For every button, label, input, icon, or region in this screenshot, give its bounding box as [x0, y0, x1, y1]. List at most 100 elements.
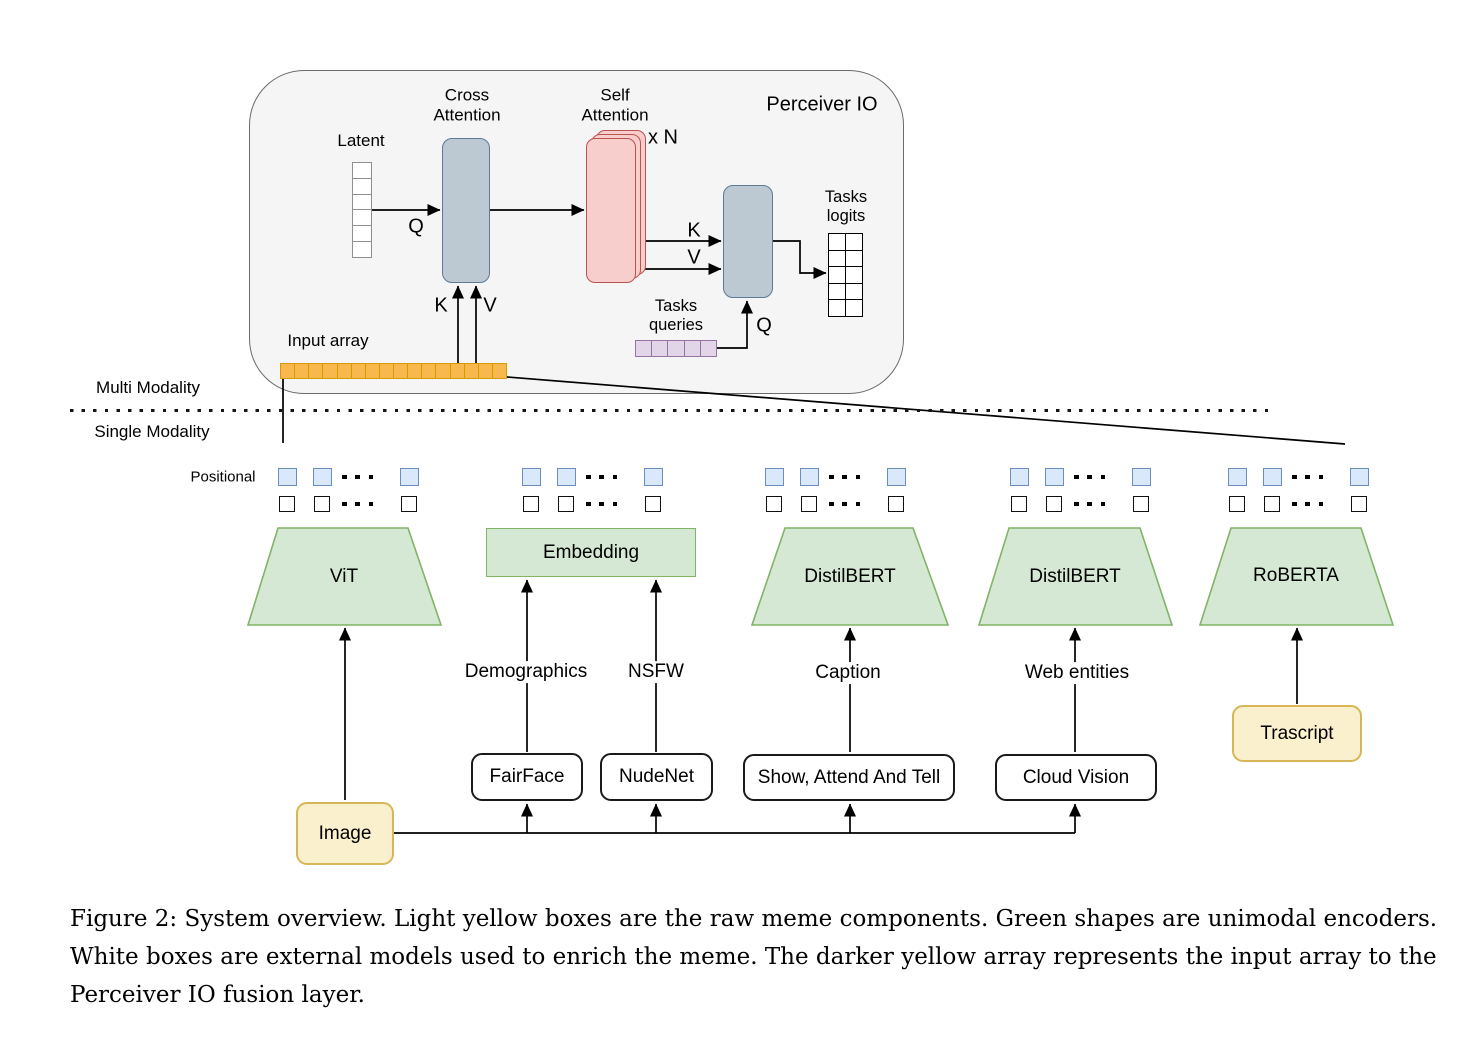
tasks-logits-grid: [828, 233, 863, 317]
positional-group-embedding: [522, 468, 663, 513]
positional-square: [400, 468, 419, 486]
distilbert-caption-label: DistilBERT: [804, 566, 896, 588]
cross-attention-block: [442, 138, 490, 283]
ellipsis-dots: [1292, 496, 1323, 512]
figure-caption: Figure 2: System overview. Light yellow …: [70, 900, 1437, 1014]
positional-square: [800, 468, 819, 486]
tasks-queries-line2: queries: [648, 316, 704, 334]
image-label: Image: [318, 822, 372, 844]
decoder-attention-block: [723, 185, 773, 298]
self-attention-label: Self Attention: [581, 85, 648, 124]
cloud-vision-label: Cloud Vision: [1022, 766, 1130, 788]
caption-line-1: Figure 2: System overview. Light yellow …: [70, 906, 1438, 932]
positional-row-white: [522, 496, 663, 512]
positional-square: [522, 468, 541, 486]
nudenet-box: NudeNet: [600, 753, 713, 801]
k-self-label: K: [687, 219, 701, 242]
positional-row-blue: [1010, 468, 1151, 486]
perceiver-io-title: Perceiver IO: [766, 93, 878, 116]
token-square: [766, 496, 782, 512]
input-array: [280, 363, 507, 379]
positional-row-white: [278, 496, 419, 512]
trascript-label: Trascript: [1260, 722, 1334, 744]
positional-row-blue: [522, 468, 663, 486]
token-square: [314, 496, 330, 512]
positional-group-roberta: [1228, 468, 1369, 513]
positional-row-blue: [1228, 468, 1369, 486]
embedding-block: Embedding: [486, 528, 696, 577]
cloud-vision-box: Cloud Vision: [995, 754, 1157, 801]
positional-row-white: [1228, 496, 1369, 512]
self-attention-line1: Self: [600, 85, 630, 105]
positional-square: [1045, 468, 1064, 486]
v-input-label: V: [483, 294, 497, 317]
positional-square: [313, 468, 332, 486]
v-self-label: V: [687, 246, 701, 269]
positional-row-white: [765, 496, 906, 512]
tasks-logits-label: Tasks logits: [825, 188, 867, 226]
ellipsis-dots: [1292, 468, 1323, 486]
roberta-label: RoBERTA: [1253, 565, 1339, 587]
trascript-box: Trascript: [1232, 705, 1362, 762]
q-latent-label: Q: [408, 215, 424, 238]
nudenet-label: NudeNet: [619, 766, 694, 787]
token-square: [558, 496, 574, 512]
cross-attention-line1: Cross: [444, 85, 490, 105]
vit-label: ViT: [329, 566, 359, 588]
show-attend-and-tell-box: Show, Attend And Tell: [743, 754, 955, 801]
token-square: [888, 496, 904, 512]
ellipsis-dots: [586, 468, 617, 486]
positional-square: [644, 468, 663, 486]
nsfw-label: NSFW: [623, 661, 689, 683]
cross-attention-line2: Attention: [433, 105, 501, 124]
token-square: [1011, 496, 1027, 512]
positional-group-vit: [278, 468, 419, 513]
token-square: [1133, 496, 1149, 512]
fairface-box: FairFace: [471, 753, 583, 801]
positional-row-blue: [765, 468, 906, 486]
positional-square: [1263, 468, 1282, 486]
q-tasks-label: Q: [756, 314, 772, 337]
token-square: [1351, 496, 1367, 512]
positional-group-distilbert-web: [1010, 468, 1151, 513]
image-box: Image: [296, 802, 394, 865]
latent-label: Latent: [337, 131, 385, 151]
tasks-queries-array: [635, 340, 717, 357]
show-attend-and-tell-label: Show, Attend And Tell: [757, 766, 941, 788]
ellipsis-dots: [829, 468, 860, 486]
modality-divider-dotted-line: [70, 409, 1274, 413]
token-square: [1229, 496, 1245, 512]
tasks-queries-line1: Tasks: [654, 297, 698, 316]
positional-square: [1010, 468, 1029, 486]
token-square: [801, 496, 817, 512]
ellipsis-dots: [1074, 496, 1105, 512]
self-attention-card-front: [586, 138, 636, 283]
ellipsis-dots: [829, 496, 860, 512]
latent-array: [352, 162, 372, 258]
positional-square: [765, 468, 784, 486]
token-square: [279, 496, 295, 512]
demographics-label: Demographics: [459, 661, 593, 683]
cross-attention-label: Cross Attention: [433, 85, 500, 124]
single-modality-label: Single Modality: [94, 422, 210, 442]
distilbert-web-label: DistilBERT: [1029, 566, 1121, 588]
input-array-label: Input array: [287, 331, 369, 351]
ellipsis-dots: [342, 496, 373, 512]
ellipsis-dots: [1074, 468, 1105, 486]
tasks-queries-label: Tasks queries: [649, 297, 703, 335]
tasks-logits-line2: logits: [826, 207, 866, 225]
multi-modality-label: Multi Modality: [96, 378, 200, 398]
caption-line-2: White boxes are external models used to …: [70, 944, 1437, 970]
ellipsis-dots: [342, 468, 373, 486]
fairface-label: FairFace: [489, 766, 565, 787]
positional-square: [887, 468, 906, 486]
self-attention-line2: Attention: [581, 105, 649, 124]
token-square: [401, 496, 417, 512]
ellipsis-dots: [586, 496, 617, 512]
positional-square: [1132, 468, 1151, 486]
tasks-logits-line1: Tasks: [824, 188, 868, 207]
k-input-label: K: [434, 294, 448, 317]
positional-label: Positional: [190, 468, 256, 486]
positional-square: [278, 468, 297, 486]
positional-group-distilbert-caption: [765, 468, 906, 513]
